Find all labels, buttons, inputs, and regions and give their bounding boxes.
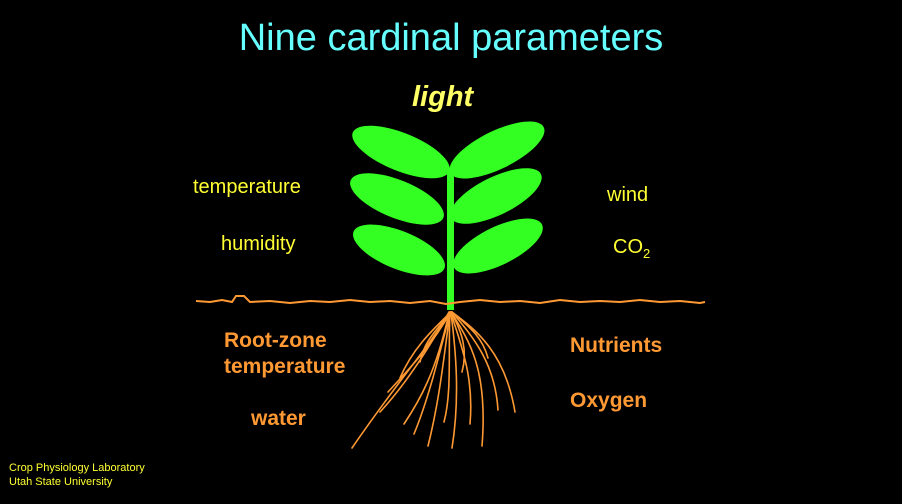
label-light: light (412, 81, 474, 113)
leaves (350, 121, 545, 276)
label-root-zone-line2: temperature (224, 355, 346, 378)
leaf-right-middle (450, 168, 542, 224)
label-water: water (251, 407, 306, 430)
label-oxygen: Oxygen (570, 389, 648, 412)
credit-block: Crop Physiology Laboratory Utah State Un… (9, 462, 145, 490)
slide-title: Nine cardinal parameters (238, 17, 664, 59)
soil-line (195, 295, 706, 306)
leaf-left-top (352, 125, 450, 179)
leaf-right-bottom (453, 218, 543, 274)
leaf-left-bottom (353, 224, 445, 276)
label-co2: CO2 (613, 236, 650, 261)
label-co2-subscript: 2 (643, 246, 651, 261)
label-root-zone-line1: Root-zone (224, 329, 327, 352)
label-nutrients: Nutrients (570, 334, 663, 357)
label-wind: wind (607, 184, 649, 206)
roots (351, 311, 516, 449)
leaf-left-middle (350, 173, 444, 225)
label-humidity: humidity (221, 233, 296, 255)
leaf-right-top (449, 121, 545, 179)
label-co2-main: CO (613, 236, 643, 258)
credit-line-2: Utah State University (9, 475, 113, 488)
label-temperature: temperature (193, 176, 301, 198)
stem (447, 168, 454, 310)
credit-line-1: Crop Physiology Laboratory (9, 462, 145, 474)
